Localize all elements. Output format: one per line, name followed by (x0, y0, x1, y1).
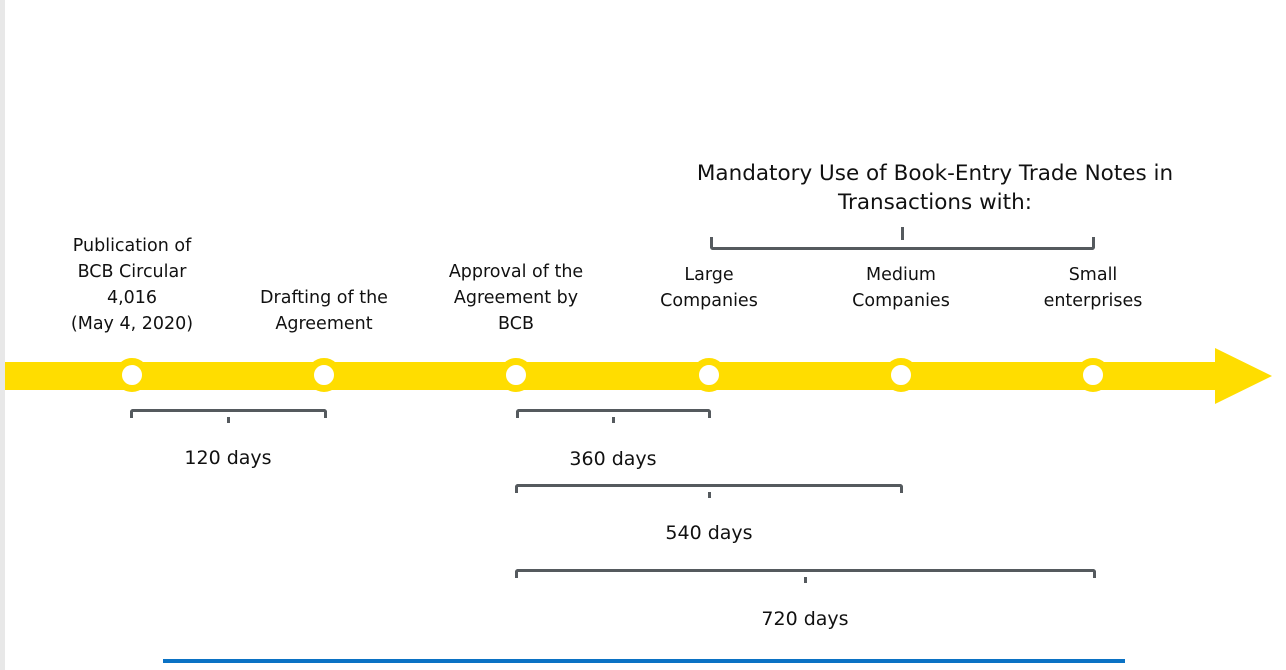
span-tick-720-days (803, 577, 807, 583)
milestone-node-small-enterprises[interactable] (1076, 358, 1110, 392)
milestone-label-publication: Publication of BCB Circular 4,016 (May 4… (70, 236, 194, 334)
span-label-720-days: 720 days (761, 608, 849, 630)
milestone-label-drafting: Drafting of the Agreement (260, 288, 388, 334)
span-brace-360-days (516, 409, 711, 418)
span-brace-720-days (515, 569, 1096, 578)
footer-rule (163, 659, 1125, 663)
timeline-arrowhead-icon (1215, 348, 1272, 404)
span-brace-120-days (130, 409, 327, 418)
group-title: Mandatory Use of Book-Entry Trade Notes … (696, 161, 1174, 215)
span-label-540-days: 540 days (665, 522, 753, 544)
milestone-label-small-enterprises: Small enterprises (1043, 265, 1143, 311)
milestone-node-drafting[interactable] (307, 358, 341, 392)
span-label-120-days: 120 days (184, 447, 272, 469)
milestone-node-publication[interactable] (115, 358, 149, 392)
timeline-axis-bar (5, 362, 1217, 390)
milestone-label-large-companies: Large Companies (660, 265, 758, 311)
page-edge (0, 0, 5, 670)
group-brace-bar (710, 237, 1095, 250)
milestone-node-approval[interactable] (499, 358, 533, 392)
group-brace-tick (900, 227, 904, 240)
span-brace-540-days (515, 484, 903, 493)
span-tick-120-days (226, 417, 230, 423)
milestone-label-medium-companies: Medium Companies (852, 265, 950, 311)
milestone-node-large-companies[interactable] (692, 358, 726, 392)
milestone-label-approval: Approval of the Agreement by BCB (448, 262, 584, 334)
span-tick-360-days (611, 417, 615, 423)
span-label-360-days: 360 days (569, 448, 657, 470)
span-tick-540-days (707, 492, 711, 498)
milestone-node-medium-companies[interactable] (884, 358, 918, 392)
